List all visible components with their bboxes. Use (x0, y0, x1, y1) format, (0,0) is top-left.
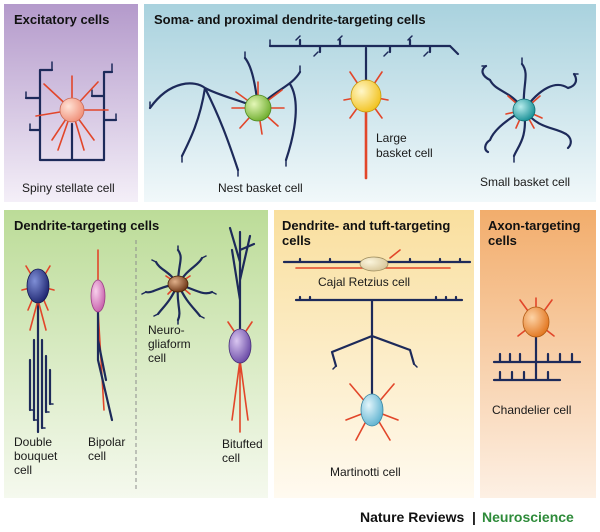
nest-basket-neuron (148, 51, 302, 177)
label-spiny-stellate: Spiny stellate cell (22, 181, 115, 195)
title-tuft-targeting-2: cells (282, 233, 311, 248)
footer-section: Neuroscience (482, 509, 574, 525)
title-axon-targeting-1: Axon-targeting (488, 218, 581, 233)
spiny-stellate-neuron (24, 61, 118, 162)
label-martinotti: Martinotti cell (330, 465, 401, 479)
label-bipolar-2: cell (88, 449, 106, 463)
label-neurogliaform-3: cell (148, 351, 166, 365)
double-bouquet-neuron (21, 265, 55, 434)
footer-separator: | (472, 509, 476, 525)
label-small-basket: Small basket cell (480, 175, 570, 189)
label-bitufted-1: Bitufted (222, 437, 263, 451)
title-excitatory: Excitatory cells (14, 12, 109, 27)
label-large-basket-2: basket cell (376, 146, 433, 160)
label-double-bouquet-1: Double (14, 435, 52, 449)
label-bipolar-1: Bipolar (88, 435, 125, 449)
panel-axon-targeting (480, 210, 596, 498)
label-large-basket-1: Large (376, 131, 407, 145)
title-dendrite-targeting: Dendrite-targeting cells (14, 218, 159, 233)
title-soma-targeting: Soma- and proximal dendrite-targeting ce… (154, 12, 426, 27)
martinotti-neuron (294, 295, 464, 441)
label-chandelier: Chandelier cell (492, 403, 571, 417)
label-bitufted-2: cell (222, 451, 240, 465)
label-double-bouquet-3: cell (14, 463, 32, 477)
bipolar-neuron (90, 249, 114, 422)
bitufted-neuron (227, 226, 256, 433)
label-cajal-retzius: Cajal Retzius cell (318, 275, 410, 289)
panel-tuft-targeting (274, 210, 474, 498)
neurogliaform-neuron (141, 245, 217, 325)
footer-journal: Nature Reviews (360, 509, 464, 525)
cajal-retzius-neuron (282, 249, 472, 272)
label-neurogliaform-1: Neuro- (148, 323, 185, 337)
label-double-bouquet-2: bouquet (14, 449, 58, 463)
large-basket-neuron (268, 35, 460, 180)
small-basket-neuron (481, 57, 579, 163)
chandelier-neuron (492, 297, 582, 382)
label-nest-basket: Nest basket cell (218, 181, 303, 195)
label-neurogliaform-2: gliaform (148, 337, 191, 351)
title-tuft-targeting-1: Dendrite- and tuft-targeting (282, 218, 450, 233)
title-axon-targeting-2: cells (488, 233, 517, 248)
